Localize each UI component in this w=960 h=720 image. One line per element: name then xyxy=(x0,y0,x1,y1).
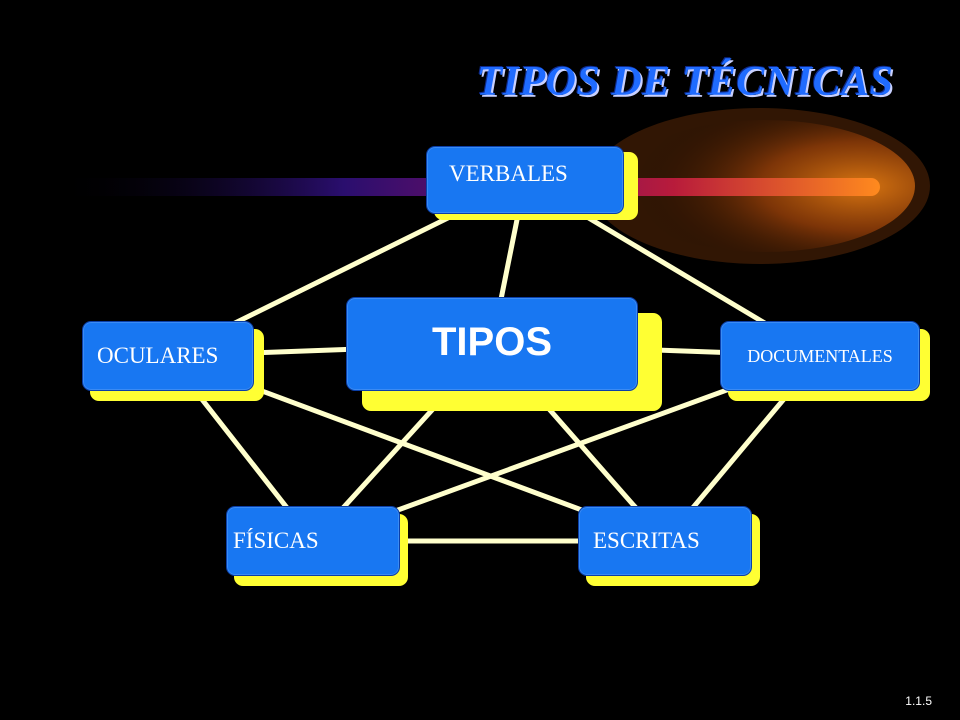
node-oculares: OCULARES xyxy=(82,321,264,401)
node-documentales-label: DOCUMENTALES xyxy=(747,345,893,366)
node-escritas-label: ESCRITAS xyxy=(593,528,700,553)
node-fisicas-label: FÍSICAS xyxy=(233,528,319,553)
center-label: TIPOS xyxy=(431,320,553,364)
node-tipos: TIPOS xyxy=(346,297,662,411)
slide-number: 1.1.5 xyxy=(905,694,932,708)
node-documentales: DOCUMENTALES xyxy=(720,321,930,401)
slide-title: TIPOS DE TÉCNICAS xyxy=(476,59,894,105)
node-oculares-label: OCULARES xyxy=(97,343,219,368)
node-fisicas: FÍSICAS xyxy=(226,506,408,586)
node-verbales: VERBALES xyxy=(426,146,638,220)
node-escritas: ESCRITAS xyxy=(578,506,760,586)
node-verbales-label: VERBALES xyxy=(449,161,568,186)
